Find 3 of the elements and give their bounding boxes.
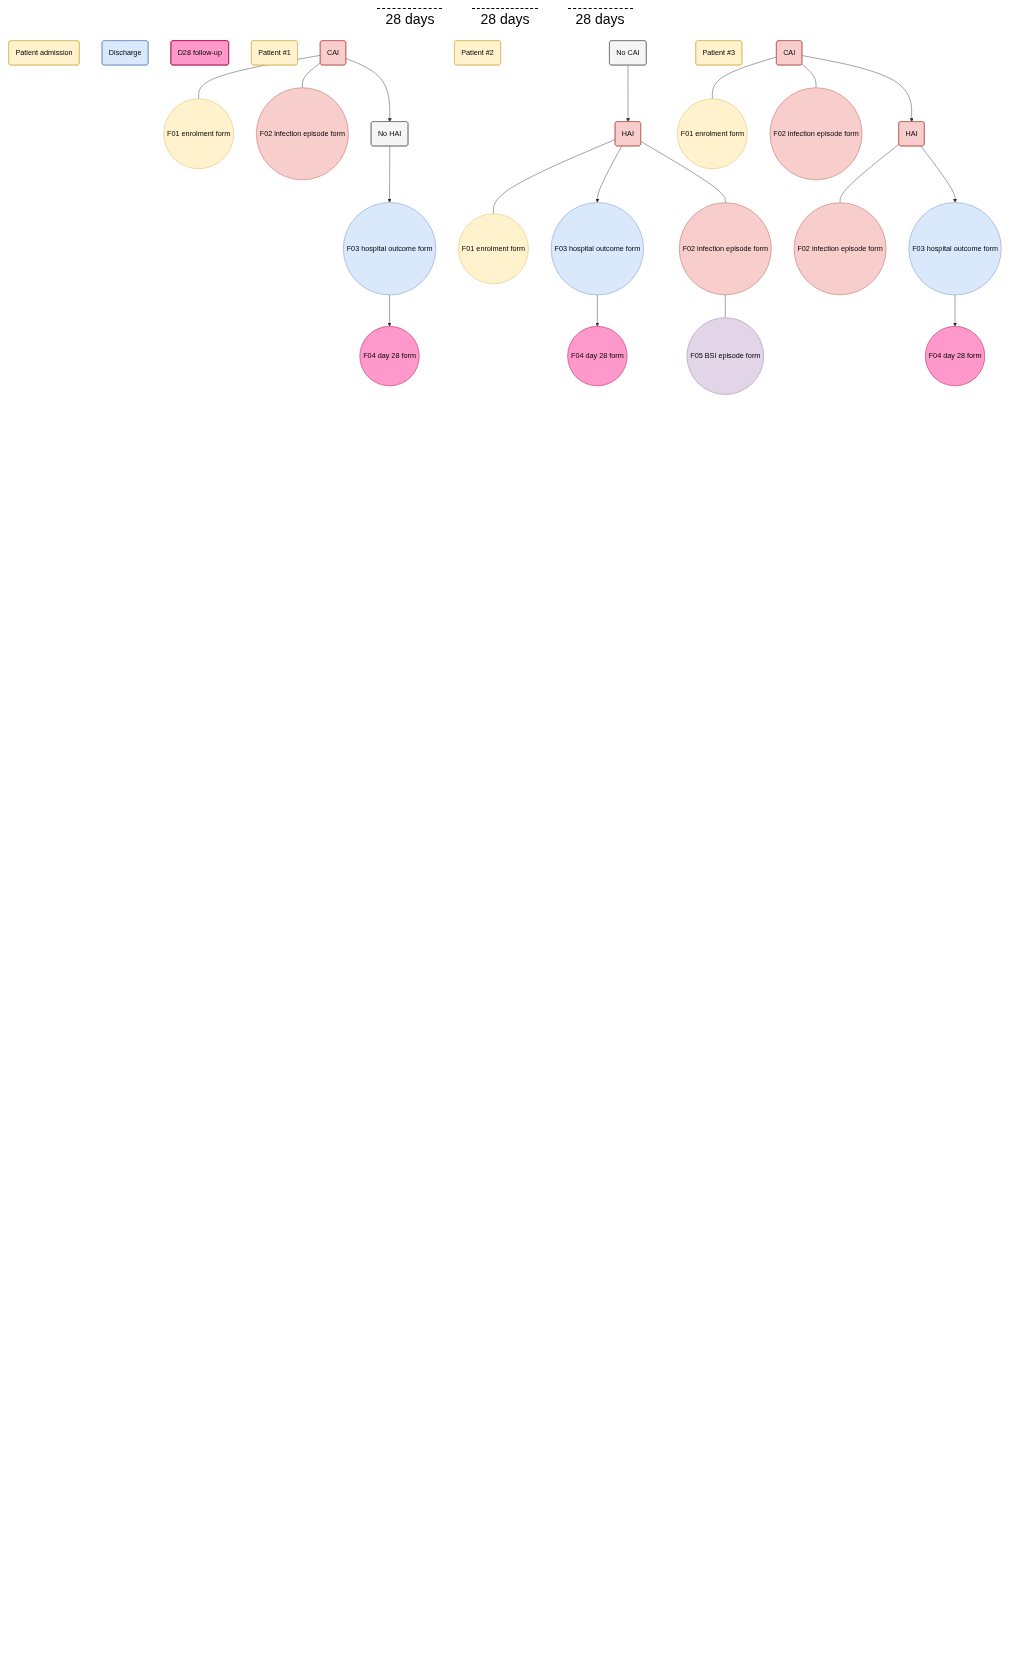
duration-label: 28 days	[472, 8, 538, 29]
duration-label: 28 days	[567, 8, 633, 29]
duration-label: 28 days	[377, 8, 443, 29]
